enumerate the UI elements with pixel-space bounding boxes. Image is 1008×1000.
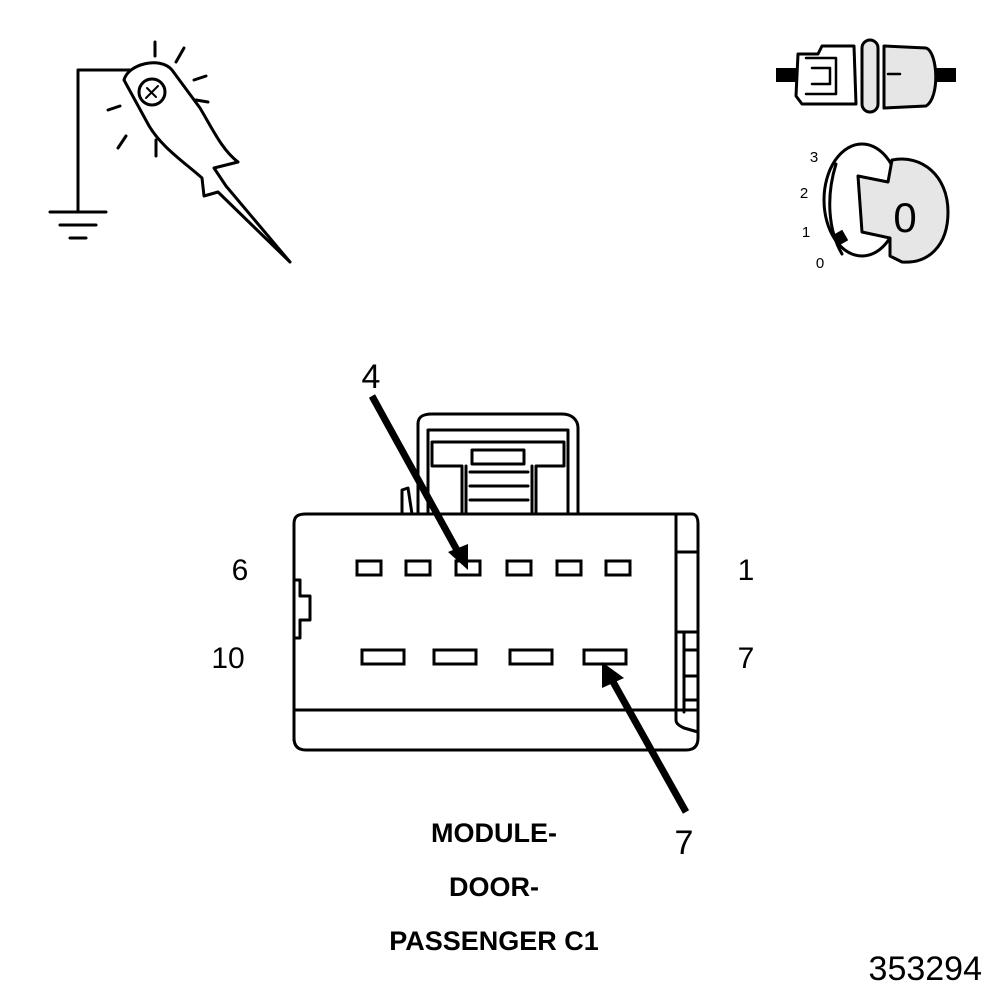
connector-pin — [582, 648, 628, 666]
pin-label-top-left: 6 — [232, 554, 249, 587]
switch-position-label: 3 — [810, 149, 818, 166]
connector-disconnected-icon — [776, 38, 956, 114]
connector-pin — [432, 648, 478, 666]
connector-housing — [292, 412, 700, 752]
caption-line: PASSENGER C1 — [389, 926, 599, 956]
key-position-label: 0 — [893, 194, 916, 241]
caption-line: MODULE- — [431, 818, 557, 848]
ground-symbol-icon — [48, 210, 108, 240]
pin-label-bottom-right: 7 — [738, 642, 755, 675]
callout-arrow-pin-7: 7 — [602, 662, 693, 862]
test-lamp-probe-icon — [76, 40, 292, 264]
switch-position-label: 0 — [816, 255, 824, 272]
bottom-pin-row — [360, 648, 628, 666]
pin-label-bottom-left: 10 — [211, 642, 244, 675]
callout-label: 4 — [362, 358, 381, 396]
connector-pin — [555, 559, 583, 577]
callout-label: 7 — [675, 824, 694, 862]
callout-arrow-pin-4: 4 — [362, 358, 468, 570]
connector-pin — [505, 559, 533, 577]
connector-pin — [604, 559, 632, 577]
switch-position-label: 1 — [802, 224, 810, 241]
ignition-key-icon: 0 3 2 1 0 — [800, 142, 950, 272]
connector-pin — [404, 559, 432, 577]
connector-pin — [360, 648, 406, 666]
connector-pin — [508, 648, 554, 666]
connector-pin — [355, 559, 383, 577]
pin-label-top-right: 1 — [738, 554, 755, 587]
caption-line: DOOR- — [449, 872, 539, 902]
figure-number: 353294 — [869, 950, 982, 988]
switch-position-label: 2 — [800, 185, 808, 202]
